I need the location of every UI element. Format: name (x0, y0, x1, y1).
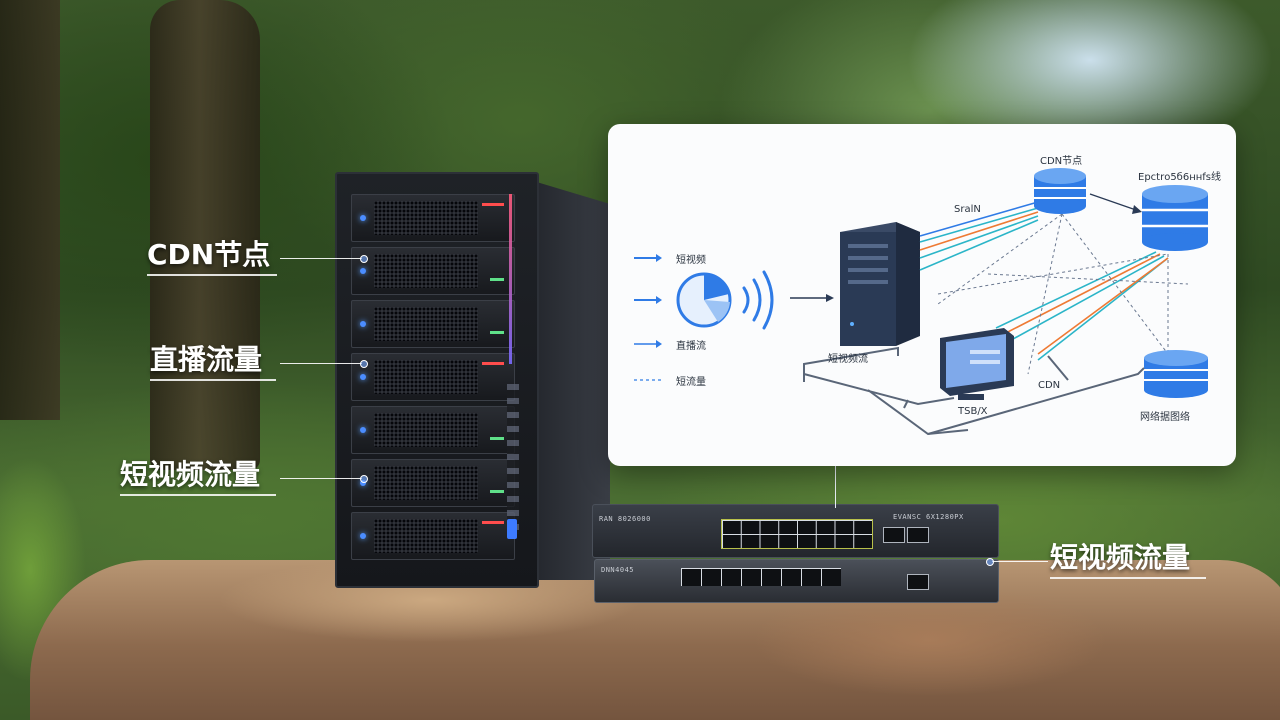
front-io-ports (507, 384, 519, 534)
legend-label: 短流量 (676, 377, 706, 388)
callout-live-traffic-text: 直播流量 (150, 343, 263, 376)
server-label: 短视频流 (828, 354, 868, 365)
flow-arrow-icon (790, 294, 834, 302)
tree-trunk-left (0, 0, 60, 420)
storage-database-icon (1142, 185, 1208, 251)
switch-upper-unit: RAN 8026000 EVANSC 6X1280PX (592, 504, 999, 558)
cdn-node-label: CDN节点 (1040, 156, 1083, 167)
network-diagram (634, 168, 1208, 436)
callout-short-video-right: 短视频流量 (1050, 541, 1206, 579)
drive-bay (351, 194, 515, 242)
drive-bay (351, 353, 515, 401)
drive-bay (351, 300, 515, 348)
leader-line (280, 258, 362, 259)
switch-brand-label: EVANSC 6X1280PX (893, 513, 964, 521)
leader-dot (360, 475, 368, 483)
tree-trunk (150, 0, 260, 470)
callout-cdn-node-text: CDN节点 (147, 238, 271, 271)
leader-line (280, 478, 362, 479)
drive-bay (351, 247, 515, 295)
switch-port-array (721, 519, 873, 549)
callout-live-traffic: 直播流量 (150, 343, 276, 381)
sfp-port (883, 527, 905, 543)
sfp-port (907, 527, 929, 543)
switch-label: SralN (954, 204, 981, 215)
storage-label: Ерсtrо5б6ннfs线 (1138, 172, 1222, 183)
callout-cdn-node: CDN节点 (147, 238, 277, 276)
status-light-strip (509, 194, 512, 364)
legend-arrow-icon (634, 340, 662, 348)
uplink-port (907, 574, 929, 590)
leader-line (280, 363, 362, 364)
flow-arrow-icon (1089, 193, 1142, 214)
drive-bay (351, 459, 515, 507)
pc-label: TSB/X (958, 406, 988, 417)
leader-dot (986, 558, 994, 566)
legend-label: 直播流 (676, 341, 706, 352)
network-database-icon (1144, 350, 1208, 398)
drive-bay (351, 512, 515, 560)
card-connector-line (835, 466, 836, 508)
leader-dot (360, 360, 368, 368)
switch-lower-port-array (681, 568, 841, 586)
leader-line (992, 561, 1048, 562)
switch-lower-unit: DNN4045 (594, 559, 999, 603)
legend-arrow-icon (634, 296, 662, 304)
network-db-label: 网络据图络 (1140, 412, 1190, 423)
legend-arrow-icon (634, 254, 662, 262)
server-tower-front (335, 172, 539, 588)
legend-label: 短视频 (676, 255, 706, 266)
drive-bay (351, 406, 515, 454)
network-switch: RAN 8026000 EVANSC 6X1280PX DNN4045 (592, 504, 1000, 603)
switch-model-label: RAN 8026000 (599, 515, 651, 523)
pie-chart-icon (676, 272, 732, 328)
server-icon (840, 222, 920, 346)
callout-short-video-left-text: 短视频流量 (120, 458, 261, 491)
switch-lower-label: DNN4045 (601, 566, 635, 574)
cdn-label: CDN (1038, 380, 1061, 391)
server-tower (335, 172, 610, 588)
dashed-links (937, 213, 1189, 375)
callout-short-video-right-text: 短视频流量 (1050, 541, 1191, 574)
network-diagram-card: 短视频 直播流 短流量 CDN节点 Ерсtrо5б6ннfs线 SralN 短… (608, 124, 1236, 466)
signal-waves-icon (742, 270, 774, 330)
leader-dot (360, 255, 368, 263)
callout-short-video-left: 短视频流量 (120, 458, 276, 496)
computer-monitor-icon (940, 328, 1014, 400)
cdn-node-database-icon (1034, 168, 1086, 214)
power-button (507, 519, 517, 539)
traffic-flow-lines (919, 201, 1169, 361)
network-cabling (803, 346, 1145, 436)
